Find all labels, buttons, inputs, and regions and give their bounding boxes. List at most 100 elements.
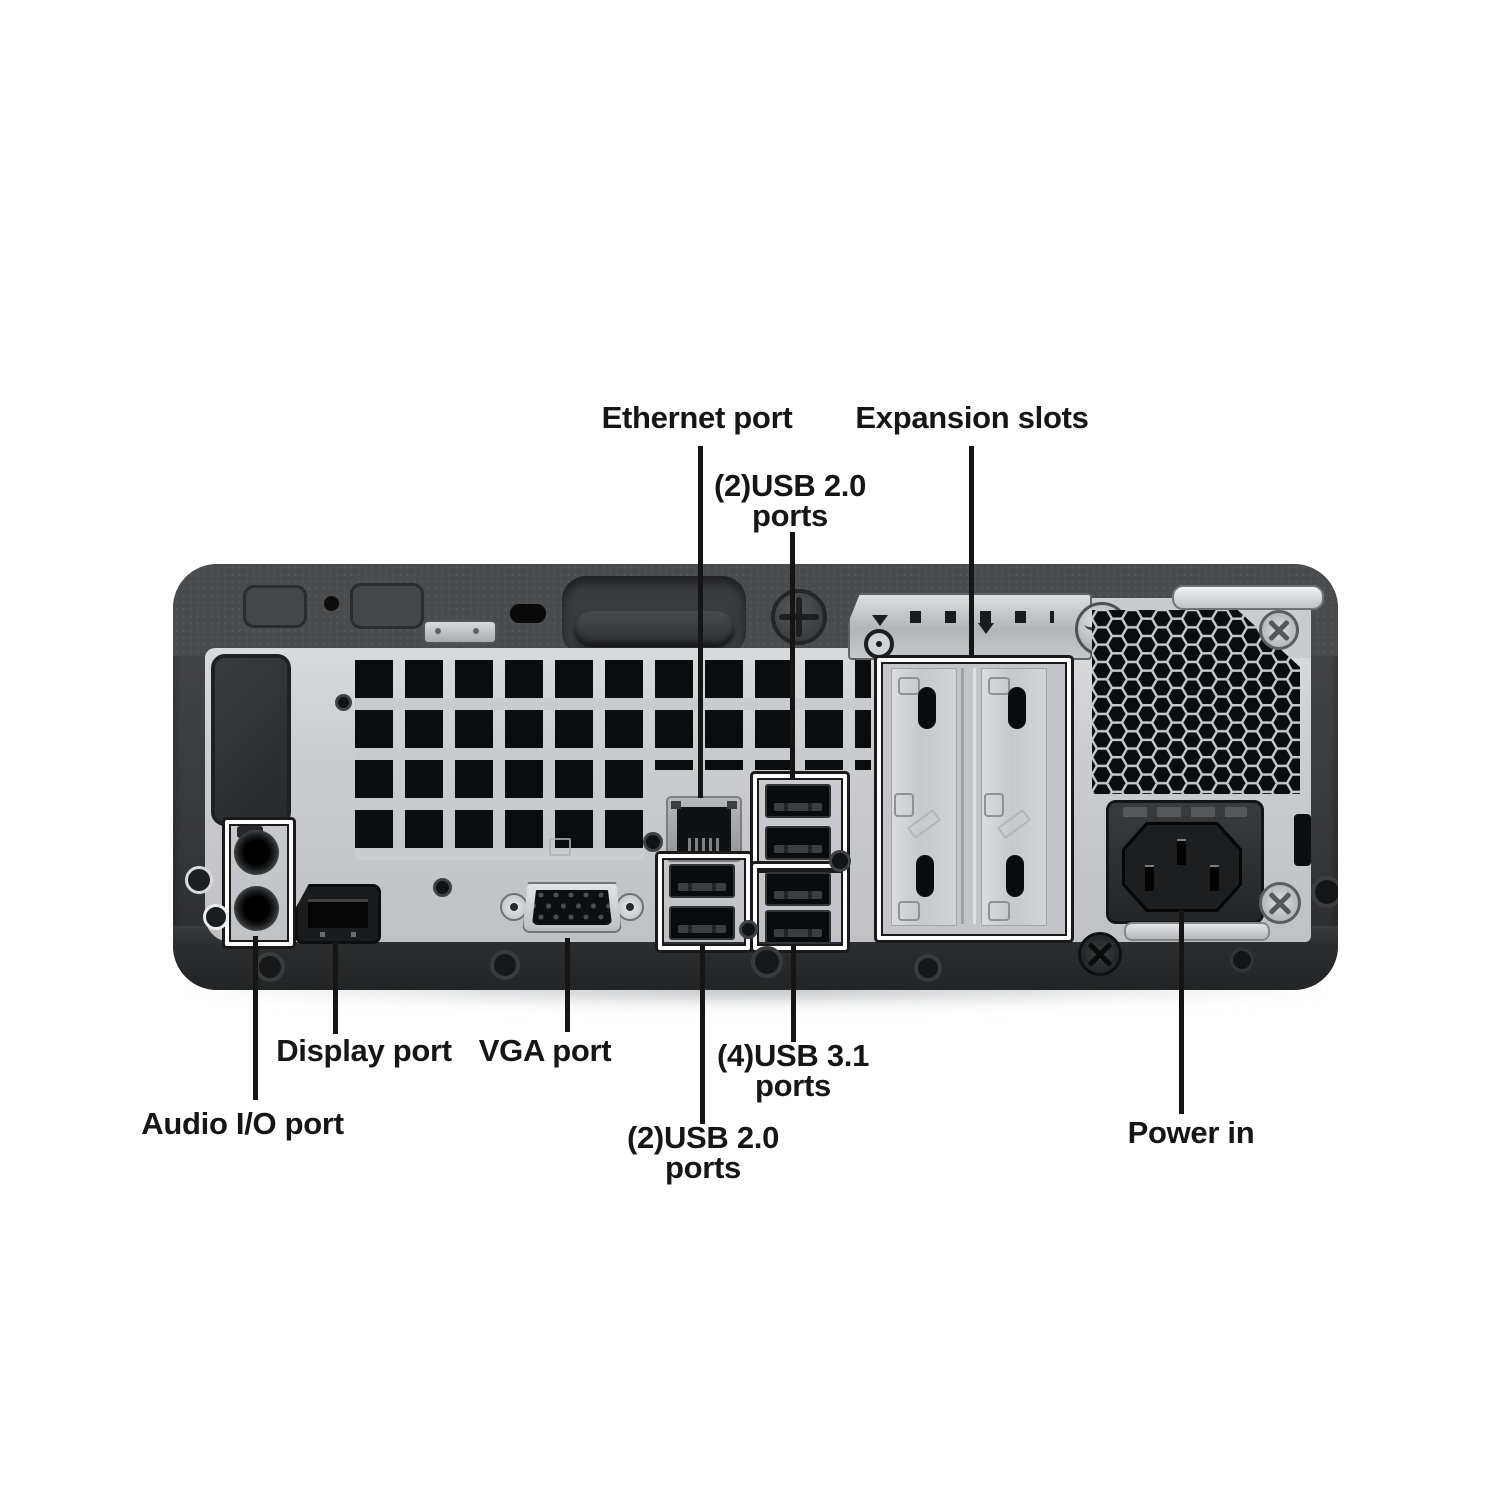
computer-chassis bbox=[173, 564, 1338, 990]
slot-tab bbox=[988, 677, 1010, 695]
edge-highlight-bar bbox=[1172, 585, 1324, 610]
slot-cutout bbox=[1006, 855, 1024, 897]
ethernet-tab bbox=[671, 801, 681, 809]
label-audio: Audio I/O port bbox=[100, 1106, 385, 1141]
expansion-slot-cover bbox=[981, 668, 1047, 926]
slot-tab bbox=[894, 793, 914, 817]
callout-line-audio bbox=[253, 936, 258, 1100]
usb-port bbox=[765, 872, 831, 906]
screw bbox=[1311, 876, 1338, 908]
label-ethernet: Ethernet port bbox=[557, 400, 837, 435]
label-text: Display port bbox=[276, 1033, 452, 1068]
screw bbox=[643, 832, 663, 852]
bracket-arrow bbox=[872, 615, 888, 626]
label-power-in: Power in bbox=[1071, 1115, 1311, 1150]
slot-tab bbox=[988, 901, 1010, 921]
vga-port bbox=[522, 882, 622, 933]
label-text: Power in bbox=[1127, 1115, 1255, 1150]
label-text: Ethernet port bbox=[601, 400, 793, 435]
label-text: Audio I/O port bbox=[141, 1106, 344, 1141]
vga-screw-post bbox=[500, 893, 528, 921]
audio-jack bbox=[234, 830, 279, 875]
callout-line-usb31 bbox=[791, 946, 796, 1042]
screw bbox=[1230, 948, 1254, 972]
expansion-slots-callout-box bbox=[877, 658, 1071, 940]
audio-jack bbox=[234, 886, 279, 931]
ethernet-port bbox=[666, 796, 742, 862]
usb-tongue bbox=[678, 925, 726, 933]
usb-tongue bbox=[678, 883, 726, 891]
ethernet-tab bbox=[727, 801, 737, 809]
screw bbox=[914, 954, 942, 982]
callout-line-power bbox=[1179, 910, 1184, 1114]
dark-thumbscrew bbox=[1078, 932, 1122, 976]
latch-screw bbox=[473, 628, 479, 634]
slot-rail bbox=[973, 668, 976, 924]
blank-cutout bbox=[243, 585, 307, 628]
carry-handle-recess bbox=[562, 576, 746, 656]
usb-port bbox=[669, 906, 735, 940]
label-text: ports bbox=[664, 1150, 741, 1185]
callout-line-ethernet bbox=[698, 446, 703, 798]
blank-port-cover bbox=[211, 654, 291, 826]
screw bbox=[751, 946, 783, 978]
pinhole bbox=[324, 596, 339, 611]
screw-hole bbox=[876, 641, 882, 647]
label-text: (2)USB 2.0 bbox=[713, 468, 867, 503]
plate-vents bbox=[1123, 807, 1247, 817]
screw-slot bbox=[796, 597, 802, 637]
slot-tab bbox=[898, 901, 920, 921]
label-display-port: Display port bbox=[244, 1033, 484, 1068]
power-pin-slot bbox=[1177, 839, 1186, 865]
callout-line-displayport bbox=[333, 940, 338, 1034]
screw bbox=[185, 866, 213, 894]
slot-tab bbox=[984, 793, 1004, 817]
usb-port bbox=[669, 864, 735, 898]
label-text: (4)USB 3.1 bbox=[716, 1038, 870, 1073]
displayport-port bbox=[295, 884, 381, 944]
slot-cutout bbox=[916, 855, 934, 897]
usb-tongue bbox=[774, 845, 822, 853]
label-text: ports bbox=[751, 498, 828, 533]
label-expansion-slots: Expansion slots bbox=[832, 402, 1112, 433]
stamped-icon bbox=[549, 838, 571, 856]
power-pin-slot bbox=[1145, 865, 1154, 891]
screw bbox=[255, 952, 285, 982]
carry-handle bbox=[574, 611, 734, 647]
label-text: ports bbox=[754, 1068, 831, 1103]
dp-pin bbox=[351, 932, 356, 937]
screw bbox=[433, 878, 452, 897]
label-text: VGA port bbox=[478, 1033, 612, 1068]
screw bbox=[490, 950, 520, 980]
slot-tab bbox=[898, 677, 920, 695]
usb-port bbox=[765, 910, 831, 944]
label-vga-port: VGA port bbox=[425, 1033, 665, 1068]
usb-port bbox=[765, 826, 831, 860]
screw bbox=[203, 904, 229, 930]
power-inlet-plate bbox=[1106, 800, 1264, 924]
screw bbox=[739, 920, 758, 939]
callout-line-usb20-top bbox=[790, 532, 795, 780]
psu-screw bbox=[1259, 882, 1301, 924]
label-usb20-top: (2)USB 2.0 ports bbox=[670, 468, 910, 533]
usb31-callout-box bbox=[753, 864, 847, 950]
vga-face bbox=[532, 890, 612, 925]
callout-line-expansion bbox=[969, 446, 974, 658]
io-panel bbox=[205, 648, 1311, 950]
frame-notch bbox=[1294, 814, 1311, 866]
screw-hole bbox=[626, 903, 634, 911]
kensington-lock-slot bbox=[510, 604, 546, 623]
bracket-arrow bbox=[978, 623, 994, 634]
usb-tongue bbox=[774, 803, 822, 811]
audio-callout-box bbox=[225, 820, 293, 946]
latch-screw bbox=[435, 628, 441, 634]
label-usb20-bottom: (2)USB 2.0 ports bbox=[583, 1122, 823, 1185]
usb-tongue bbox=[774, 891, 822, 899]
psu-slot-bar bbox=[1124, 922, 1270, 941]
vga-screw-post bbox=[616, 893, 644, 921]
power-pin-slot bbox=[1210, 865, 1219, 891]
bracket-screw bbox=[864, 629, 894, 659]
dp-slot bbox=[308, 899, 368, 928]
callout-line-vga bbox=[565, 938, 570, 1032]
